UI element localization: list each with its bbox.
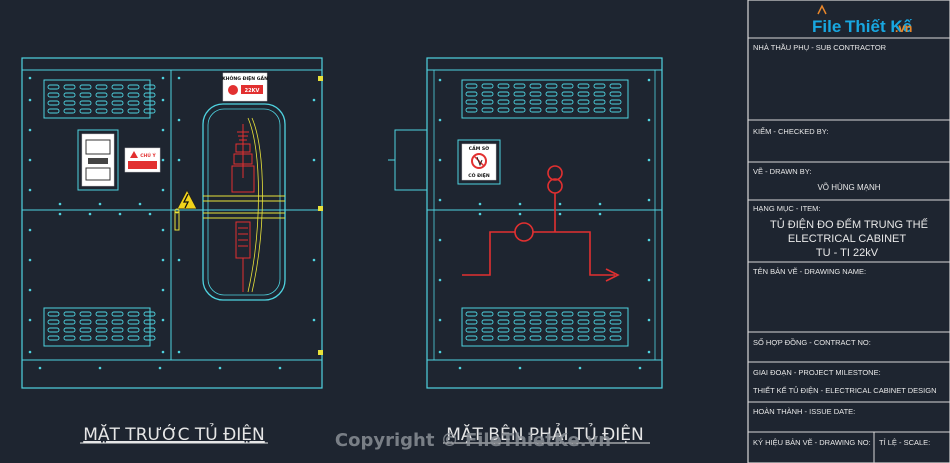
no-touch-sign-line2: CÓ ĐIỆN <box>468 171 490 179</box>
no-touch-sign: CẤM SỜ CÓ ĐIỆN <box>457 139 501 185</box>
side-cabinet-outer <box>426 57 663 389</box>
front-cabinet-outer <box>21 57 323 389</box>
danger-label: CHÚ Ý <box>124 147 161 173</box>
front-view-title: MẶT TRƯỚC TỦ ĐIỆN <box>83 422 265 445</box>
indicator-light <box>318 76 323 81</box>
cable-curve <box>247 117 263 293</box>
side-view: CẤM SỜ CÓ ĐIỆN MẶT BÊN PHẢI TỦ ĐIỆN <box>388 57 663 445</box>
indicator-light <box>318 206 323 211</box>
milestone-value: THIẾT KẾ TỦ ĐIỆN - ELECTRICAL CABINET DE… <box>753 385 937 395</box>
inspection-window <box>202 103 286 301</box>
indicator-light <box>318 350 323 355</box>
front-vent-panel-bottom <box>43 307 151 347</box>
front-vent-panel-top <box>43 79 151 119</box>
logo-part-3: .vn <box>895 21 912 35</box>
logo-part-2: Thiết Kế <box>845 17 913 36</box>
side-hinge-box <box>394 129 428 191</box>
drawn-by-name: VÕ HÙNG MẠNH <box>817 183 880 192</box>
busbar <box>203 195 285 219</box>
front-screws <box>28 76 316 370</box>
item-label: HẠNG MỤC - ITEM: <box>753 204 821 213</box>
drawn-by-label: VẼ - DRAWN BY: <box>753 167 811 176</box>
item-line-2: ELECTRICAL CABINET <box>788 233 906 245</box>
side-screws <box>438 78 651 370</box>
no-approach-sign-line2: 22KV <box>245 88 260 94</box>
side-vent-panel-top <box>461 79 629 119</box>
scale-label: TỈ LỆ - SCALE: <box>879 438 930 447</box>
single-line-schematic <box>462 165 620 282</box>
door-handle <box>174 211 180 231</box>
item-line-3: TU - TI 22kV <box>816 247 879 259</box>
sub-contractor-label: NHÀ THẦU PHỤ - SUB CONTRACTOR <box>753 42 887 52</box>
drawing-no-label: KÝ HIỆU BẢN VẼ - DRAWING NO: <box>753 438 871 447</box>
item-line-1: TỦ ĐIỆN ĐO ĐẾM TRUNG THẾ <box>770 218 928 231</box>
issue-date-label: HOÀN THÀNH - ISSUE DATE: <box>753 407 855 416</box>
milestone-label: GIAI ĐOẠN - PROJECT MILESTONE: <box>753 368 881 377</box>
energy-meter <box>77 129 119 191</box>
vent-row <box>47 84 156 90</box>
drawing-name-label: TÊN BẢN VẼ - DRAWING NAME: <box>753 267 866 276</box>
no-touch-sign-line1: CẤM SỜ <box>469 144 489 152</box>
danger-label-text: CHÚ Ý <box>140 152 156 159</box>
checked-by-label: KIỂM - CHECKED BY: <box>753 127 828 136</box>
side-vent-panel-bottom <box>461 307 629 347</box>
voltage-transformer <box>231 124 255 292</box>
copyright-watermark: Copyright © FileThietKe.vn <box>335 430 611 451</box>
no-approach-sign: KHÔNG ĐIỆN GẦN 22KV <box>222 72 268 102</box>
brand-logo: File Thiết Kế .vn <box>812 4 913 36</box>
title-block: File Thiết Kế .vn NHÀ THẦU PHỤ - SUB CON… <box>747 0 950 463</box>
contract-no-label: SỐ HỢP ĐỒNG - CONTRACT NO: <box>753 337 871 347</box>
hazard-warning-icon <box>176 188 198 210</box>
no-approach-sign-line1: KHÔNG ĐIỆN GẦN <box>222 73 268 82</box>
logo-part-1: File <box>812 17 841 36</box>
side-view-title: MẶT BÊN PHẢI TỦ ĐIỆN <box>446 422 644 445</box>
front-view: CHÚ Ý KHÔNG ĐIỆN GẦN 22KV <box>21 57 323 445</box>
